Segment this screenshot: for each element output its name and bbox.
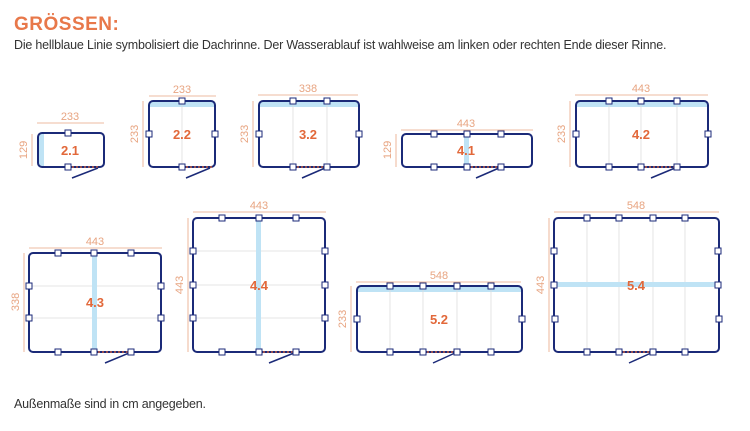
size-label: 4.4 xyxy=(250,278,269,293)
width-label: 338 xyxy=(299,83,317,95)
size-label: 4.2 xyxy=(632,127,650,142)
depth-label: 233 xyxy=(337,310,349,328)
size-label: 5.2 xyxy=(430,312,448,327)
size-label: 4.1 xyxy=(457,143,475,158)
size-diagram-2-2: 233 233 2.2 xyxy=(129,84,219,179)
depth-label: 233 xyxy=(556,125,568,143)
footnote: Außenmaße sind in cm angegeben. xyxy=(14,397,206,411)
size-diagram-2-1: 233 129 2.1 xyxy=(18,111,105,179)
depth-label: 338 xyxy=(10,293,22,311)
size-diagram-5-4: 548 443 5.4 xyxy=(535,200,723,364)
size-diagram-4-2: 443 233 4.2 xyxy=(556,83,712,179)
width-label: 233 xyxy=(61,111,79,123)
width-label: 548 xyxy=(430,270,448,282)
depth-label: 233 xyxy=(239,125,251,143)
size-label: 4.3 xyxy=(86,295,104,310)
size-label: 2.1 xyxy=(61,143,79,158)
page-title: GRÖSSEN: xyxy=(14,14,120,35)
size-diagram-4-3: 443 338 4.3 xyxy=(10,236,165,364)
width-label: 443 xyxy=(457,118,475,130)
size-diagram-5-2: 548 233 5.2 xyxy=(337,270,526,364)
page-subtitle: Die hellblaue Linie symbolisiert die Dac… xyxy=(14,38,667,52)
size-label: 3.2 xyxy=(299,127,317,142)
width-label: 443 xyxy=(250,200,268,212)
width-label: 548 xyxy=(627,200,645,212)
depth-label: 233 xyxy=(129,125,141,143)
depth-label: 129 xyxy=(382,141,394,159)
depth-label: 443 xyxy=(535,276,547,294)
width-label: 443 xyxy=(86,236,104,248)
size-diagram-3-2: 338 233 3.2 xyxy=(239,83,363,179)
size-label: 2.2 xyxy=(173,127,191,142)
size-diagram-4-1: 443 129 4.1 xyxy=(382,118,533,179)
width-label: 233 xyxy=(173,84,191,96)
size-label: 5.4 xyxy=(627,278,646,293)
depth-label: 443 xyxy=(174,276,186,294)
depth-label: 129 xyxy=(18,141,30,159)
width-label: 443 xyxy=(632,83,650,95)
size-diagram-4-4: 443 443 4.4 xyxy=(174,200,329,364)
